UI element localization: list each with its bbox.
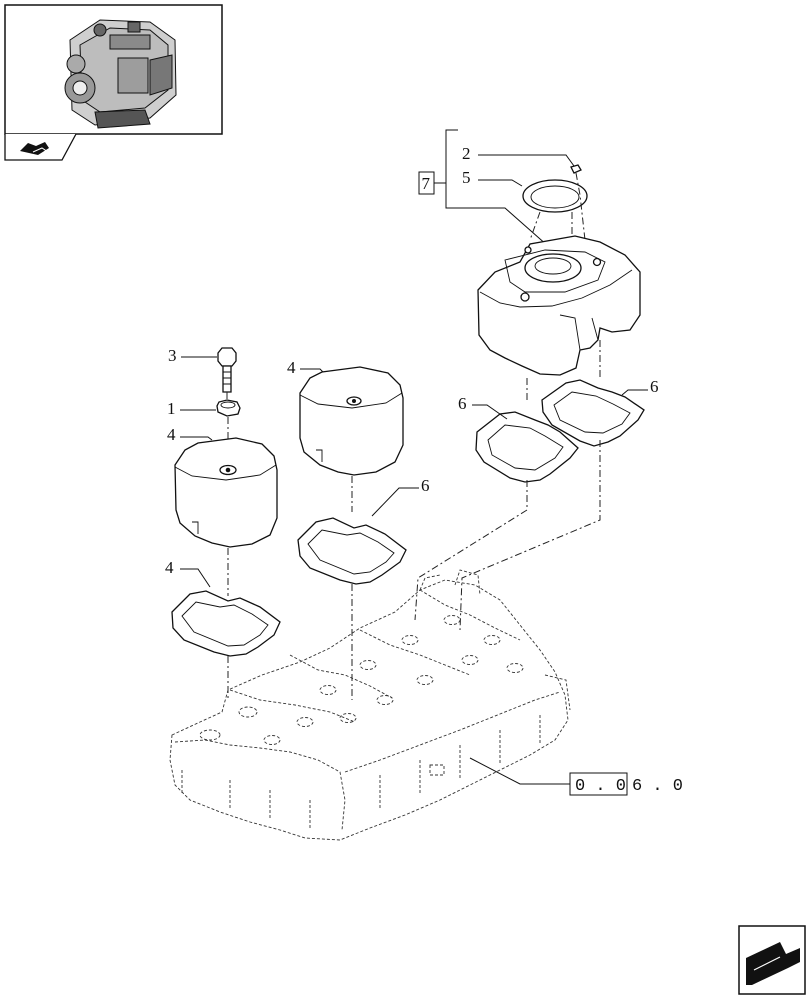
- callout-1: 1: [167, 399, 176, 418]
- cylinder-head-outline: [169, 569, 571, 841]
- callout-7: 7: [422, 174, 431, 193]
- reference-rest-text: 6 . 0: [632, 777, 683, 796]
- reference-boxed-text: 0 . 0: [575, 777, 626, 796]
- callout-5: 5: [462, 168, 471, 187]
- group-bracket-7: 7: [418, 129, 549, 247]
- gasket-part-6-c: [475, 411, 579, 483]
- washer-part-1: [216, 399, 241, 417]
- rocker-cover-left: [174, 437, 278, 548]
- callout-4b: 4: [287, 358, 296, 377]
- reference-box[interactable]: 0 . 0 6 . 0: [569, 772, 683, 796]
- navigation-hand-icon[interactable]: [4, 133, 77, 161]
- engine-thumbnail-icon[interactable]: [4, 4, 223, 135]
- gasket-part-6-b: [297, 517, 407, 585]
- callout-6a: 4: [165, 558, 174, 577]
- gasket-part-6-a: [171, 590, 281, 657]
- screw-part-2: [570, 164, 582, 174]
- callout-3: 3: [168, 346, 177, 365]
- callout-6c: 6: [458, 394, 467, 413]
- bolt-part-3: [217, 347, 237, 393]
- rocker-cover-middle: [299, 366, 404, 476]
- callout-4a: 4: [167, 425, 176, 444]
- callout-6d: 6: [650, 377, 659, 396]
- gasket-part-6-d: [541, 379, 645, 447]
- callout-2: 2: [462, 144, 471, 163]
- callout-6b: 6: [421, 476, 430, 495]
- gasket-ring-part-5: [522, 179, 588, 213]
- next-page-arrow-icon[interactable]: [738, 925, 806, 995]
- rocker-cover-large: [477, 235, 641, 376]
